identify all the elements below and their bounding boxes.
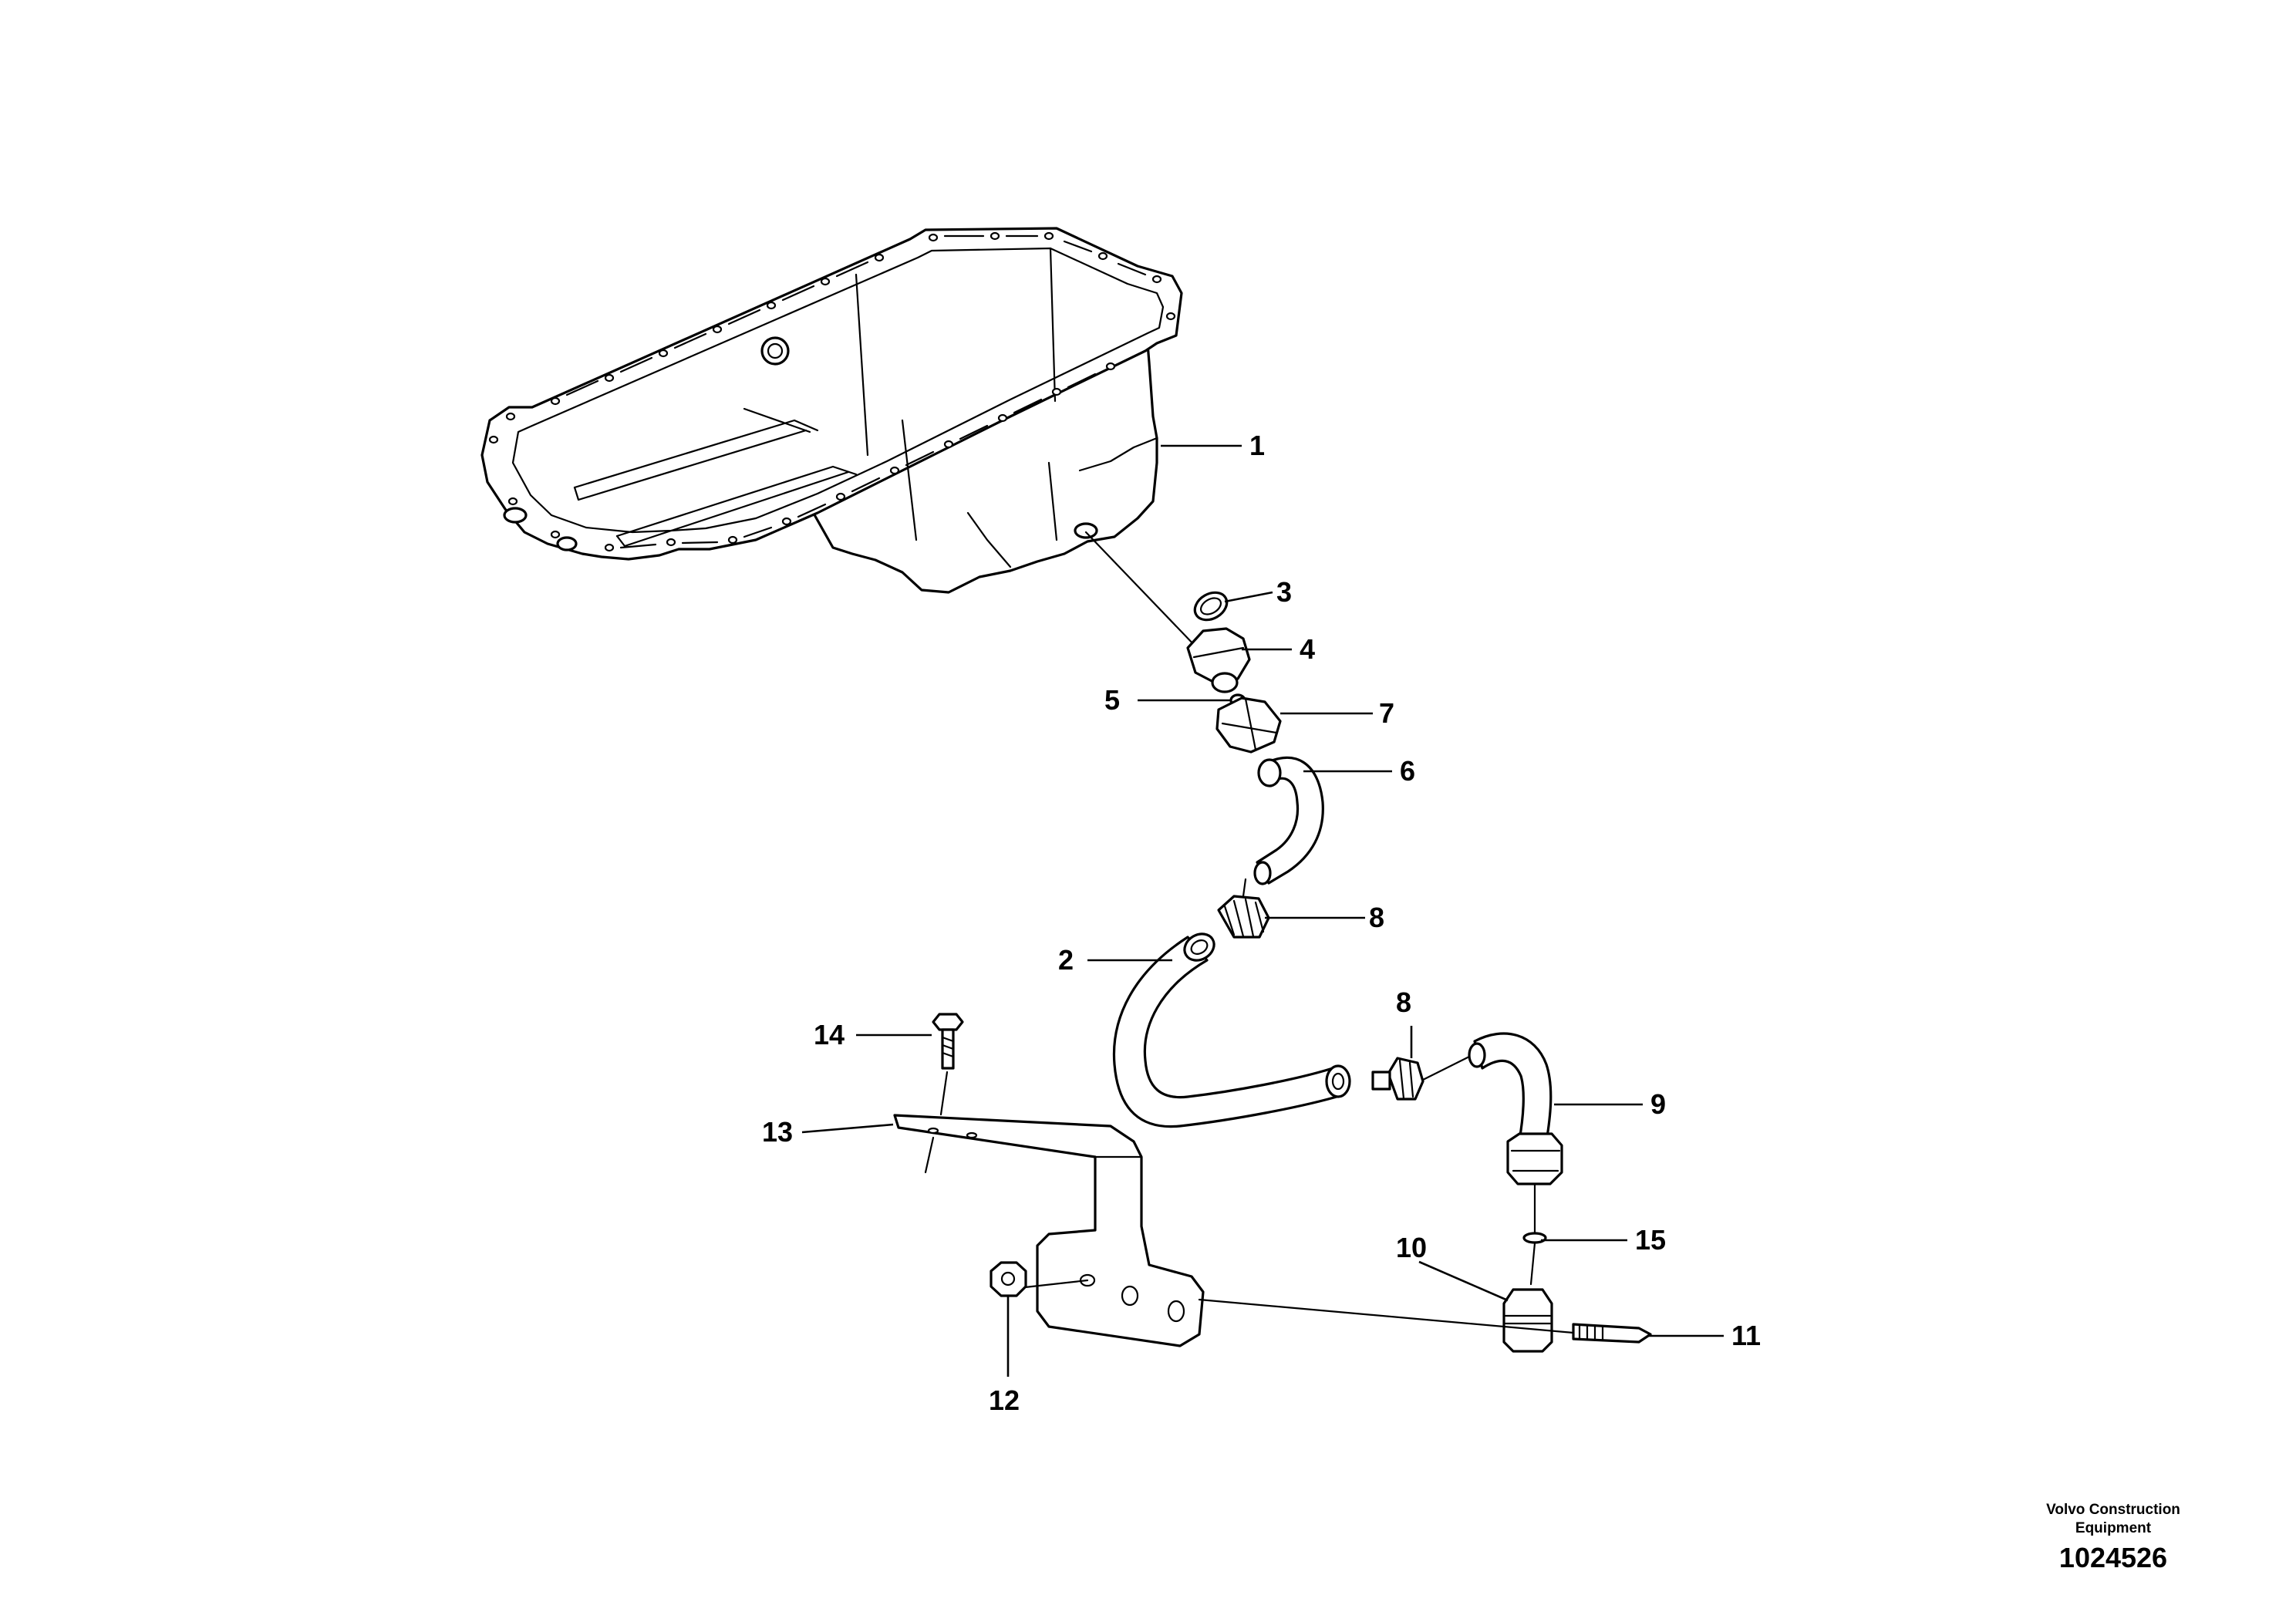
figure-number: 1024526 bbox=[2058, 1542, 2168, 1573]
callout-10: 10 bbox=[1396, 1232, 1427, 1263]
oil-pan bbox=[480, 227, 1183, 594]
callout-8-lower: 8 bbox=[1396, 986, 1411, 1018]
assembly-line-washer bbox=[1529, 1182, 1536, 1286]
flange-nut bbox=[990, 1261, 1027, 1297]
connector bbox=[1502, 1288, 1553, 1353]
o-ring bbox=[1193, 591, 1229, 622]
publisher-name-line1: Volvo Construction bbox=[2046, 1502, 2180, 1518]
bolt bbox=[932, 1013, 964, 1116]
callout-6: 6 bbox=[1400, 755, 1415, 787]
callout-12: 12 bbox=[989, 1384, 1020, 1416]
callout-7: 7 bbox=[1379, 697, 1394, 729]
callout-9: 9 bbox=[1650, 1088, 1666, 1120]
callout-8-upper: 8 bbox=[1369, 902, 1384, 933]
flange-bolt-holes bbox=[488, 231, 1176, 552]
callout-5: 5 bbox=[1104, 684, 1120, 716]
callout-1: 1 bbox=[1249, 430, 1265, 461]
callout-14: 14 bbox=[814, 1019, 845, 1050]
callout-11: 11 bbox=[1731, 1320, 1761, 1351]
hose-clamp-lower bbox=[1371, 1055, 1471, 1101]
tube-pin bbox=[1572, 1323, 1652, 1344]
callout-4: 4 bbox=[1300, 633, 1315, 665]
oil-hose bbox=[1112, 932, 1351, 1128]
callout-15: 15 bbox=[1635, 1224, 1666, 1256]
assembly-line-bracket bbox=[1198, 1298, 1575, 1334]
callout-3: 3 bbox=[1276, 576, 1292, 608]
flange-slots bbox=[565, 234, 1147, 549]
adapter-nipple bbox=[1186, 627, 1251, 693]
assembly-line-nut bbox=[1017, 1279, 1089, 1290]
bracket bbox=[893, 1114, 1205, 1347]
callout-13: 13 bbox=[762, 1116, 793, 1148]
leader-lines bbox=[801, 444, 1724, 1377]
hose-clamp-upper bbox=[1217, 878, 1270, 939]
upper-elbow-hose bbox=[1253, 756, 1324, 885]
union-nut bbox=[1215, 696, 1282, 754]
callout-2: 2 bbox=[1058, 944, 1074, 976]
publisher-name-line2: Equipment bbox=[2075, 1520, 2152, 1536]
elbow-tube bbox=[1468, 1032, 1563, 1185]
callout-labels: 1 2 3 4 5 6 7 8 8 9 10 11 12 13 14 15 bbox=[762, 430, 1761, 1416]
